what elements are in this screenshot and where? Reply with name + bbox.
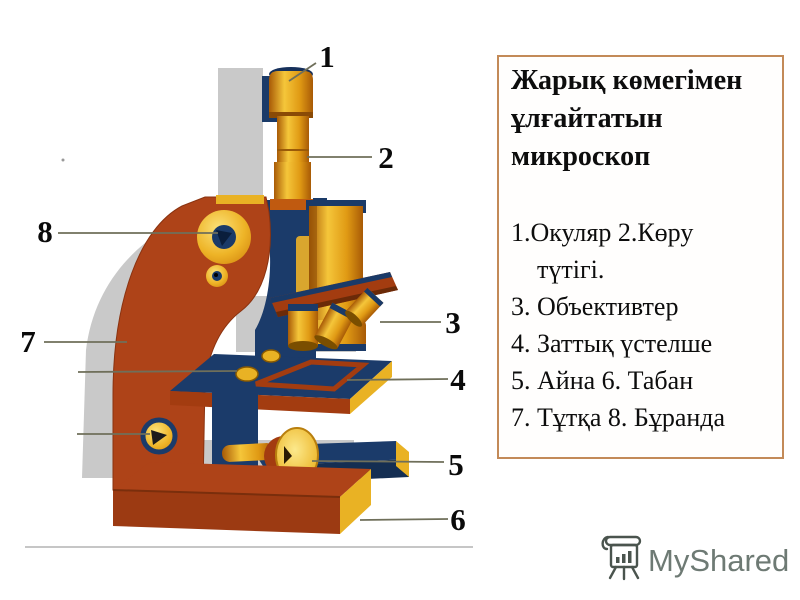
caption-panel: Жарық көмегімен ұлғайтатын микроскоп 1.О… — [497, 55, 784, 459]
objective-center — [288, 304, 318, 351]
leader-line-4 — [346, 378, 449, 381]
label-3: 3 — [445, 305, 461, 340]
panel-line: 3. Объективтер — [511, 292, 679, 321]
focus-knob-large — [197, 210, 251, 264]
panel-title: Жарық көмегімен ұлғайтатын микроскоп — [511, 65, 743, 172]
panel-list: 1.Окуляр 2.Көру түтігі. 3. Объективтер 4… — [511, 214, 770, 436]
myshared-watermark: MyShared — [601, 535, 788, 581]
eyepiece — [262, 67, 313, 122]
label-7: 7 — [20, 324, 36, 359]
label-5: 5 — [448, 447, 464, 482]
label-1: 1 — [319, 39, 335, 74]
stage-adjust-knob — [140, 417, 178, 455]
label-4: 4 — [450, 362, 466, 397]
leader-line-1 — [288, 62, 317, 82]
leader-line-5 — [311, 460, 445, 463]
microscope-diagram: 1 2 3 4 5 6 7 8 — [20, 39, 473, 548]
watermark-text: MyShared — [648, 543, 788, 578]
objective-far-right — [345, 287, 384, 327]
focus-knob-small — [206, 265, 228, 287]
panel-line: түтігі. — [511, 255, 605, 284]
panel-line: 1.Окуляр 2.Көру — [511, 218, 694, 247]
panel-line: 7. Тұтқа 8. Бұранда — [511, 403, 726, 432]
leader-line-clip — [77, 370, 238, 373]
leader-line-6 — [359, 518, 449, 521]
panel-line: 4. Заттық үстелше — [511, 329, 713, 358]
label-8: 8 — [37, 214, 53, 249]
arm-top-gold-band — [216, 195, 264, 204]
leader-lines — [44, 62, 449, 521]
label-6: 6 — [450, 502, 466, 537]
artifact-dot — [61, 158, 65, 162]
base — [112, 462, 371, 534]
diagram-labels: 1 2 3 4 5 6 7 8 — [20, 39, 466, 537]
presentation-easel-icon — [601, 535, 642, 581]
label-2: 2 — [378, 140, 394, 175]
panel-line: 5. Айна 6. Табан — [511, 366, 694, 395]
body-tube — [270, 116, 327, 210]
